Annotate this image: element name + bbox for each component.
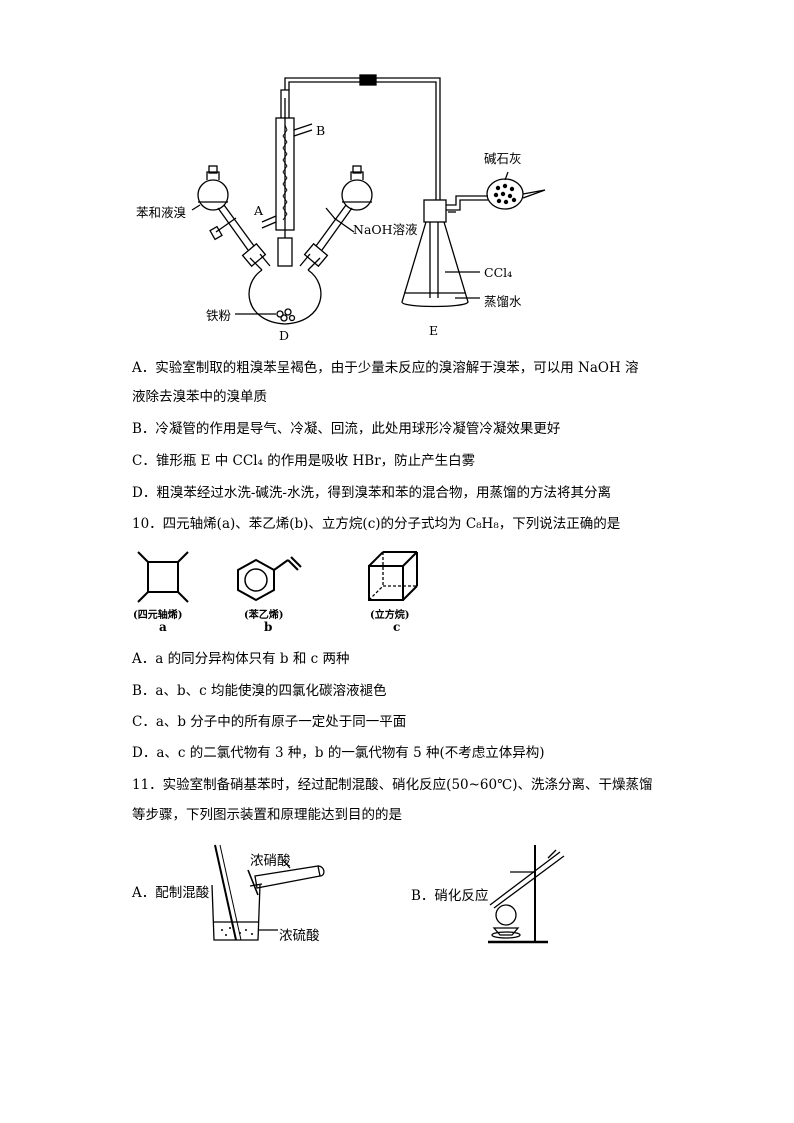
letter-b: b	[264, 620, 273, 634]
label-E: E	[429, 323, 439, 338]
q10-stem: 10．四元轴烯(a)、苯乙烯(b)、立方烷(c)的分子式均为 C₈H₈，下列说法…	[132, 516, 621, 532]
cubane-structure	[368, 551, 418, 601]
q11-option-a: A．配制混酸	[132, 885, 210, 901]
label-D: D	[279, 328, 290, 343]
q10-option-c: C．a、b 分子中的所有原子一定处于同一平面	[132, 714, 407, 730]
label-naoh: NaOH溶液	[353, 222, 418, 237]
q9-option-c: C．锥形瓶 E 中 CCl₄ 的作用是吸收 HBr，防止产生白雾	[132, 453, 476, 469]
letter-c: c	[393, 620, 401, 634]
q11-stem-line1: 11．实验室制备硝基苯时，经过配制混酸、硝化反应(50~60℃)、洗涤分离、干燥…	[132, 777, 653, 793]
label-soda-lime: 碱石灰	[484, 151, 522, 166]
label-benzene-bromine: 苯和液溴	[136, 205, 187, 220]
q10-option-d: D．a、c 的二氯代物有 3 种，b 的一氯代物有 5 种(不考虑立体异构)	[132, 745, 545, 761]
caption-styrene: (苯乙烯)	[244, 610, 284, 621]
q10-option-a: A．a 的同分异构体只有 b 和 c 两种	[132, 651, 350, 667]
conical-flask	[401, 221, 469, 308]
beaker	[211, 884, 261, 941]
q9-option-b: B．冷凝管的作用是导气、冷凝、回流，此处用球形冷凝管冷凝效果更好	[132, 421, 561, 437]
q9-option-d: D．粗溴苯经过水洗-碱洗-水洗，得到溴苯和苯的混合物，用蒸馏的方法将其分离	[132, 485, 611, 501]
q9-option-a-line1: A．实验室制取的粗溴苯呈褐色，由于少量未反应的溴溶解于溴苯，可以用 NaOH 溶	[132, 360, 639, 376]
label-distilled-water: 蒸馏水	[484, 294, 522, 309]
label-ccl4: CCl₄	[484, 265, 513, 280]
caption-cubane: (立方烷)	[370, 610, 410, 621]
letter-a: a	[159, 620, 167, 634]
caption-radialene: (四元轴烯)	[133, 610, 183, 621]
label-iron-powder: 铁粉	[206, 308, 232, 323]
label-B: B	[316, 123, 326, 138]
label-conc-nitric-acid: 浓硝酸	[250, 853, 291, 869]
label-A: A	[254, 203, 264, 218]
q10-option-b: B．a、b、c 均能使溴的四氯化碳溶液褪色	[132, 683, 387, 699]
radialene-structure	[147, 561, 179, 593]
three-neck-flask	[248, 269, 322, 325]
round-bottom-flask	[495, 904, 517, 926]
q11-stem-line2: 等步骤，下列图示装置和原理能达到目的的是	[132, 807, 402, 823]
label-conc-sulfuric-acid: 浓硫酸	[279, 928, 320, 944]
q11-option-b: B．硝化反应	[411, 888, 489, 904]
test-tube	[254, 865, 321, 889]
q9-option-a-line2: 液除去溴苯中的溴单质	[132, 389, 267, 405]
bromobenzene-apparatus-figure	[191, 74, 546, 325]
